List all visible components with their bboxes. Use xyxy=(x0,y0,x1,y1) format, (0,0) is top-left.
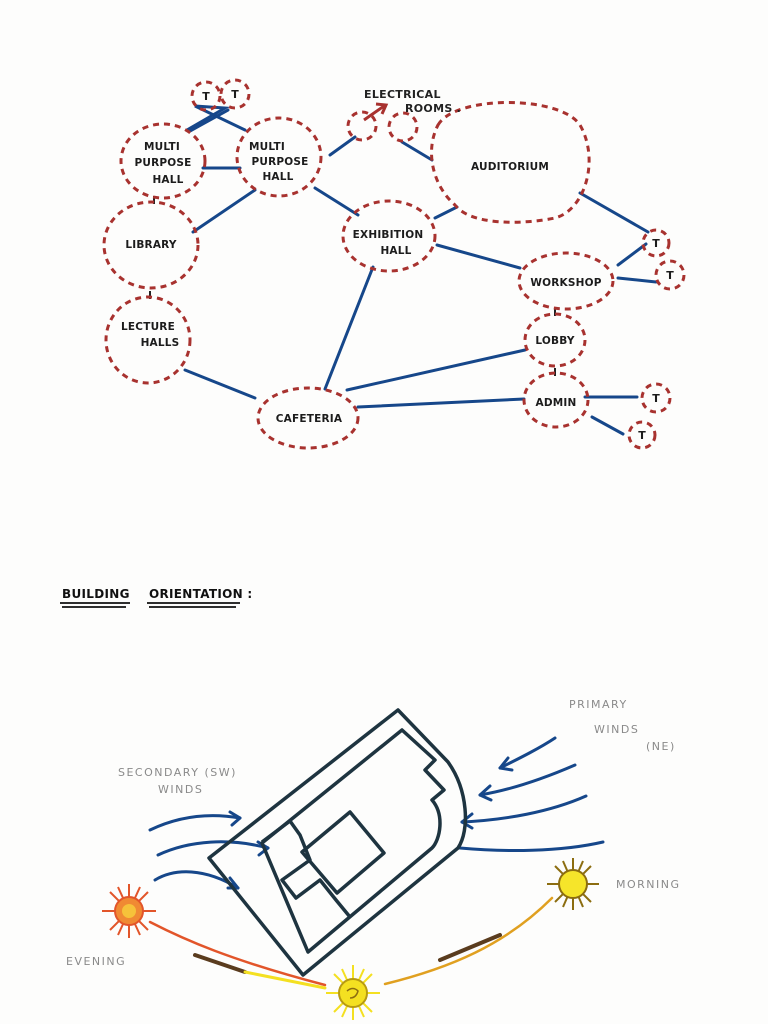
multi-purpose-hall-2-line-3: HALL xyxy=(262,171,293,183)
bubble-workshop xyxy=(517,251,615,311)
exhibition-hall-line-2: HALL xyxy=(380,245,411,257)
bubble-admin xyxy=(522,371,590,429)
secondary-wind-arrows xyxy=(148,810,270,890)
toilet-label-top-right: T xyxy=(231,88,239,101)
building-cross-wing xyxy=(260,819,352,919)
bubble-toilet-right-4 xyxy=(627,420,657,450)
bubble-toilet-right-3 xyxy=(640,382,672,414)
heading-underlines xyxy=(60,602,240,608)
bubble-multi-purpose-hall-1 xyxy=(119,122,207,200)
primary-winds-line-1: PRIMARY xyxy=(569,698,628,711)
bubble-auditorium xyxy=(430,101,591,224)
orientation-heading-word-1: BUILDING xyxy=(62,587,130,601)
bubble-cafeteria xyxy=(256,386,360,450)
electrical-rooms-line-2: ROOMS . xyxy=(405,102,461,115)
secondary-winds-line-1: SECONDARY (SW) xyxy=(118,766,237,779)
sun-path xyxy=(148,896,554,990)
connector-lines xyxy=(183,104,658,436)
toilet-label-right-2: T xyxy=(666,269,674,282)
building-inner-hall xyxy=(300,810,386,895)
bubble-library xyxy=(102,200,200,290)
primary-winds-line-3: (NE) xyxy=(646,740,676,753)
bubble-multi-purpose-hall-2 xyxy=(235,116,323,198)
secondary-winds-line-2: WINDS xyxy=(158,783,203,796)
bubble-lobby xyxy=(523,312,587,368)
building-plan xyxy=(207,708,468,977)
bubble-toilet-right-2 xyxy=(654,259,686,291)
workshop-label: WORKSHOP xyxy=(530,277,601,289)
orientation-heading-word-2: ORIENTATION : xyxy=(149,587,253,601)
bubble-toilet-top-left xyxy=(190,80,222,112)
bubble-electrical-room-1 xyxy=(346,110,378,142)
admin-label: ADMIN xyxy=(536,397,577,409)
bubble-lecture-halls xyxy=(104,295,192,385)
bubble-electrical-room-2 xyxy=(387,111,419,143)
sun-evening-icon xyxy=(102,884,156,938)
primary-wind-arrows xyxy=(458,736,605,852)
multi-purpose-hall-2-line-1: MULTI xyxy=(249,141,285,153)
electrical-room-arrow xyxy=(363,102,389,122)
multi-purpose-hall-2-line-2: PURPOSE xyxy=(251,156,308,168)
library-label: LIBRARY xyxy=(125,239,177,251)
multi-purpose-hall-1-line-1: MULTI xyxy=(144,141,180,153)
multi-purpose-hall-1-line-2: PURPOSE xyxy=(134,157,191,169)
toilet-label-right-3: T xyxy=(652,392,660,405)
link-ticks xyxy=(149,196,556,376)
sun-noon-icon xyxy=(326,965,380,1020)
building-outline xyxy=(207,708,468,977)
building-courtyard-outline xyxy=(260,728,446,954)
sun-morning-icon xyxy=(547,858,599,910)
toilet-label-right-1: T xyxy=(652,237,660,250)
exhibition-hall-line-1: EXHIBITION xyxy=(353,229,424,241)
lobby-label: LOBBY xyxy=(535,335,574,347)
evening-label: EVENING xyxy=(66,955,126,968)
auditorium-label: AUDITORIUM xyxy=(471,161,549,173)
toilet-label-top-left: T xyxy=(202,90,210,103)
electrical-rooms-line-1: ELECTRICAL xyxy=(364,88,441,101)
bubble-toilet-right-1 xyxy=(641,228,671,258)
bubble-exhibition-hall xyxy=(341,199,437,273)
multi-purpose-hall-1-line-3: HALL xyxy=(152,174,183,186)
bubble-toilet-top-right xyxy=(219,78,251,110)
lecture-halls-line-1: LECTURE xyxy=(121,321,175,333)
primary-winds-line-2: WINDS xyxy=(594,723,639,736)
toilet-label-right-4: T xyxy=(638,429,646,442)
morning-label: MORNING xyxy=(616,878,681,891)
lecture-halls-line-2: HALLS xyxy=(141,337,180,349)
cafeteria-label: CAFETERIA xyxy=(276,413,343,425)
